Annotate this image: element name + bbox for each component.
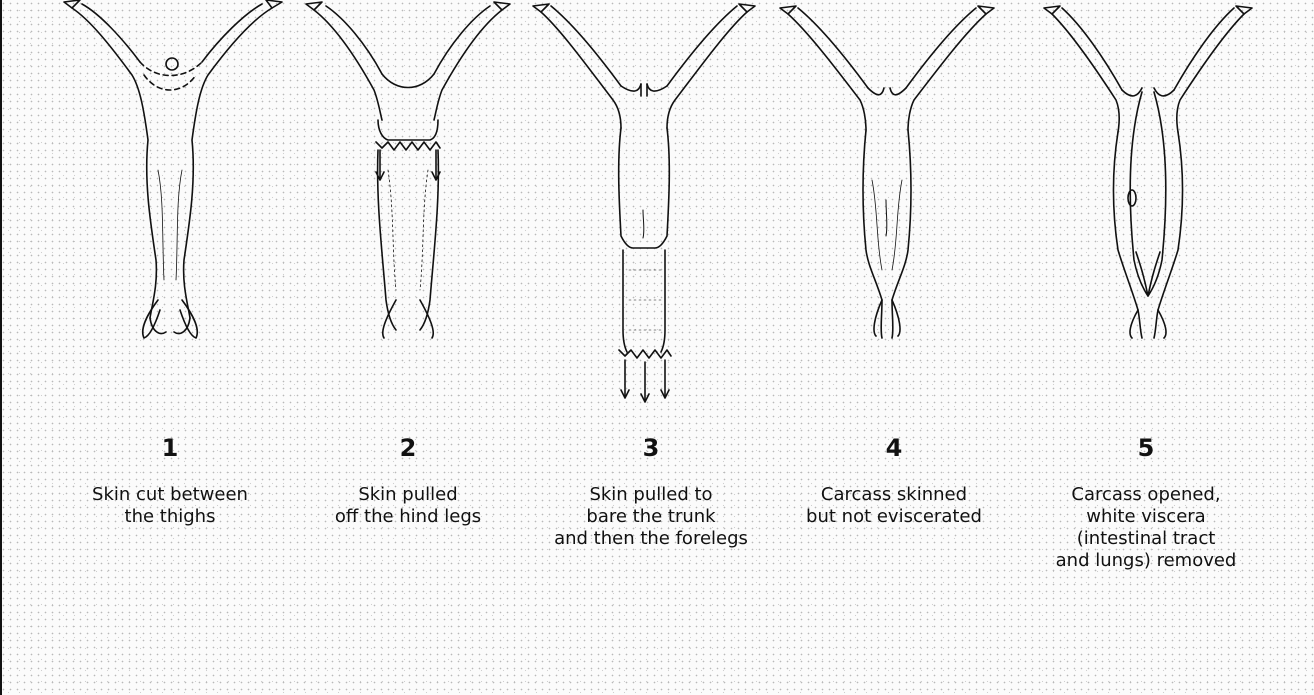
step-3-number: 3 [521, 434, 781, 462]
step-5-carcass-drawing [1016, 0, 1276, 430]
step-1-number: 1 [40, 434, 300, 462]
step-5-caption-line-4: and lungs) removed [1016, 550, 1276, 572]
step-1-carcass-drawing [40, 0, 300, 430]
step-5-caption: Carcass opened, white viscera (intestina… [1016, 484, 1276, 572]
step-3-carcass-drawing [521, 0, 781, 430]
step-5-number: 5 [1016, 434, 1276, 462]
step-5-caption-line-1: Carcass opened, [1016, 484, 1276, 506]
step-1-caption-line-1: Skin cut between [40, 484, 300, 506]
step-1-caption-line-2: the thighs [40, 506, 300, 528]
step-4-caption-line-1: Carcass skinned [764, 484, 1024, 506]
step-3-caption: Skin pulled to bare the trunk and then t… [521, 484, 781, 550]
step-2: 2 Skin pulled off the hind legs [278, 0, 538, 695]
step-4-caption-line-2: but not eviscerated [764, 506, 1024, 528]
step-3-caption-line-1: Skin pulled to [521, 484, 781, 506]
left-border-line [0, 0, 2, 695]
step-2-caption-line-2: off the hind legs [278, 506, 538, 528]
step-3-caption-line-2: bare the trunk [521, 506, 781, 528]
step-4-carcass-drawing [764, 0, 1024, 430]
step-1: 1 Skin cut between the thighs [40, 0, 300, 695]
step-3-caption-line-3: and then the forelegs [521, 528, 781, 550]
step-3: 3 Skin pulled to bare the trunk and then… [521, 0, 781, 695]
step-4: 4 Carcass skinned but not eviscerated [764, 0, 1024, 695]
step-2-caption: Skin pulled off the hind legs [278, 484, 538, 528]
step-1-caption: Skin cut between the thighs [40, 484, 300, 528]
step-5-caption-line-2: white viscera [1016, 506, 1276, 528]
step-4-number: 4 [764, 434, 1024, 462]
step-2-carcass-drawing [278, 0, 538, 430]
step-2-caption-line-1: Skin pulled [278, 484, 538, 506]
step-4-caption: Carcass skinned but not eviscerated [764, 484, 1024, 528]
step-5-caption-line-3: (intestinal tract [1016, 528, 1276, 550]
step-5: 5 Carcass opened, white viscera (intesti… [1016, 0, 1276, 695]
step-2-number: 2 [278, 434, 538, 462]
